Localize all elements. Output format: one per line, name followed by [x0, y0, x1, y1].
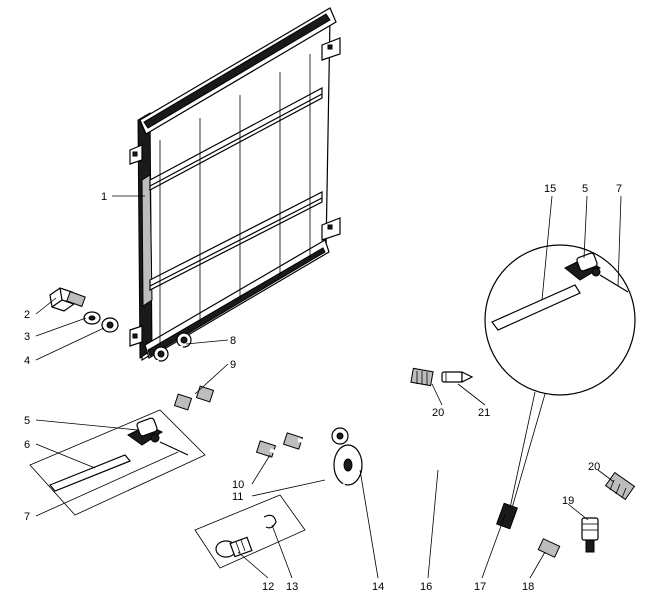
callout-9: 9 — [230, 359, 236, 371]
callout-18: 18 — [522, 581, 534, 593]
callout-3: 3 — [24, 331, 30, 343]
plug-21 — [441, 371, 474, 383]
callout-5-detail: 5 — [582, 183, 588, 195]
callout-10: 10 — [232, 479, 244, 491]
callout-14: 14 — [372, 581, 384, 593]
magnified-clamp-detail — [484, 244, 636, 509]
callout-11: 11 — [232, 491, 243, 503]
callout-4: 4 — [24, 355, 30, 367]
callout-16: 16 — [420, 581, 432, 593]
bolt-inset-bottom — [194, 494, 306, 569]
callout-19: 19 — [562, 495, 574, 507]
long-oil-pipes — [347, 367, 642, 572]
bolt-nut-washer-set — [49, 287, 119, 333]
callout-12: 12 — [262, 581, 274, 593]
callout-1: 1 — [101, 191, 107, 203]
callout-7-left: 7 — [24, 511, 30, 523]
callout-21: 21 — [478, 407, 490, 419]
callout-17: 17 — [474, 581, 486, 593]
callout-8: 8 — [230, 335, 236, 347]
leader-lines — [35, 195, 622, 579]
callout-5-left: 5 — [24, 415, 30, 427]
callout-6: 6 — [24, 439, 30, 451]
clamp-inset-left — [29, 409, 206, 516]
callout-13: 13 — [286, 581, 298, 593]
oil-cooler-radiator — [129, 7, 341, 362]
callout-7-detail: 7 — [616, 183, 622, 195]
callout-20-right: 20 — [588, 461, 600, 473]
callout-20-left: 20 — [432, 407, 444, 419]
callout-2: 2 — [24, 309, 30, 321]
callout-labels: 1 2 3 4 8 9 5 6 7 10 11 12 13 14 16 17 1… — [24, 183, 622, 593]
cooler-hose-assembly — [153, 332, 363, 488]
callout-15: 15 — [544, 183, 556, 195]
